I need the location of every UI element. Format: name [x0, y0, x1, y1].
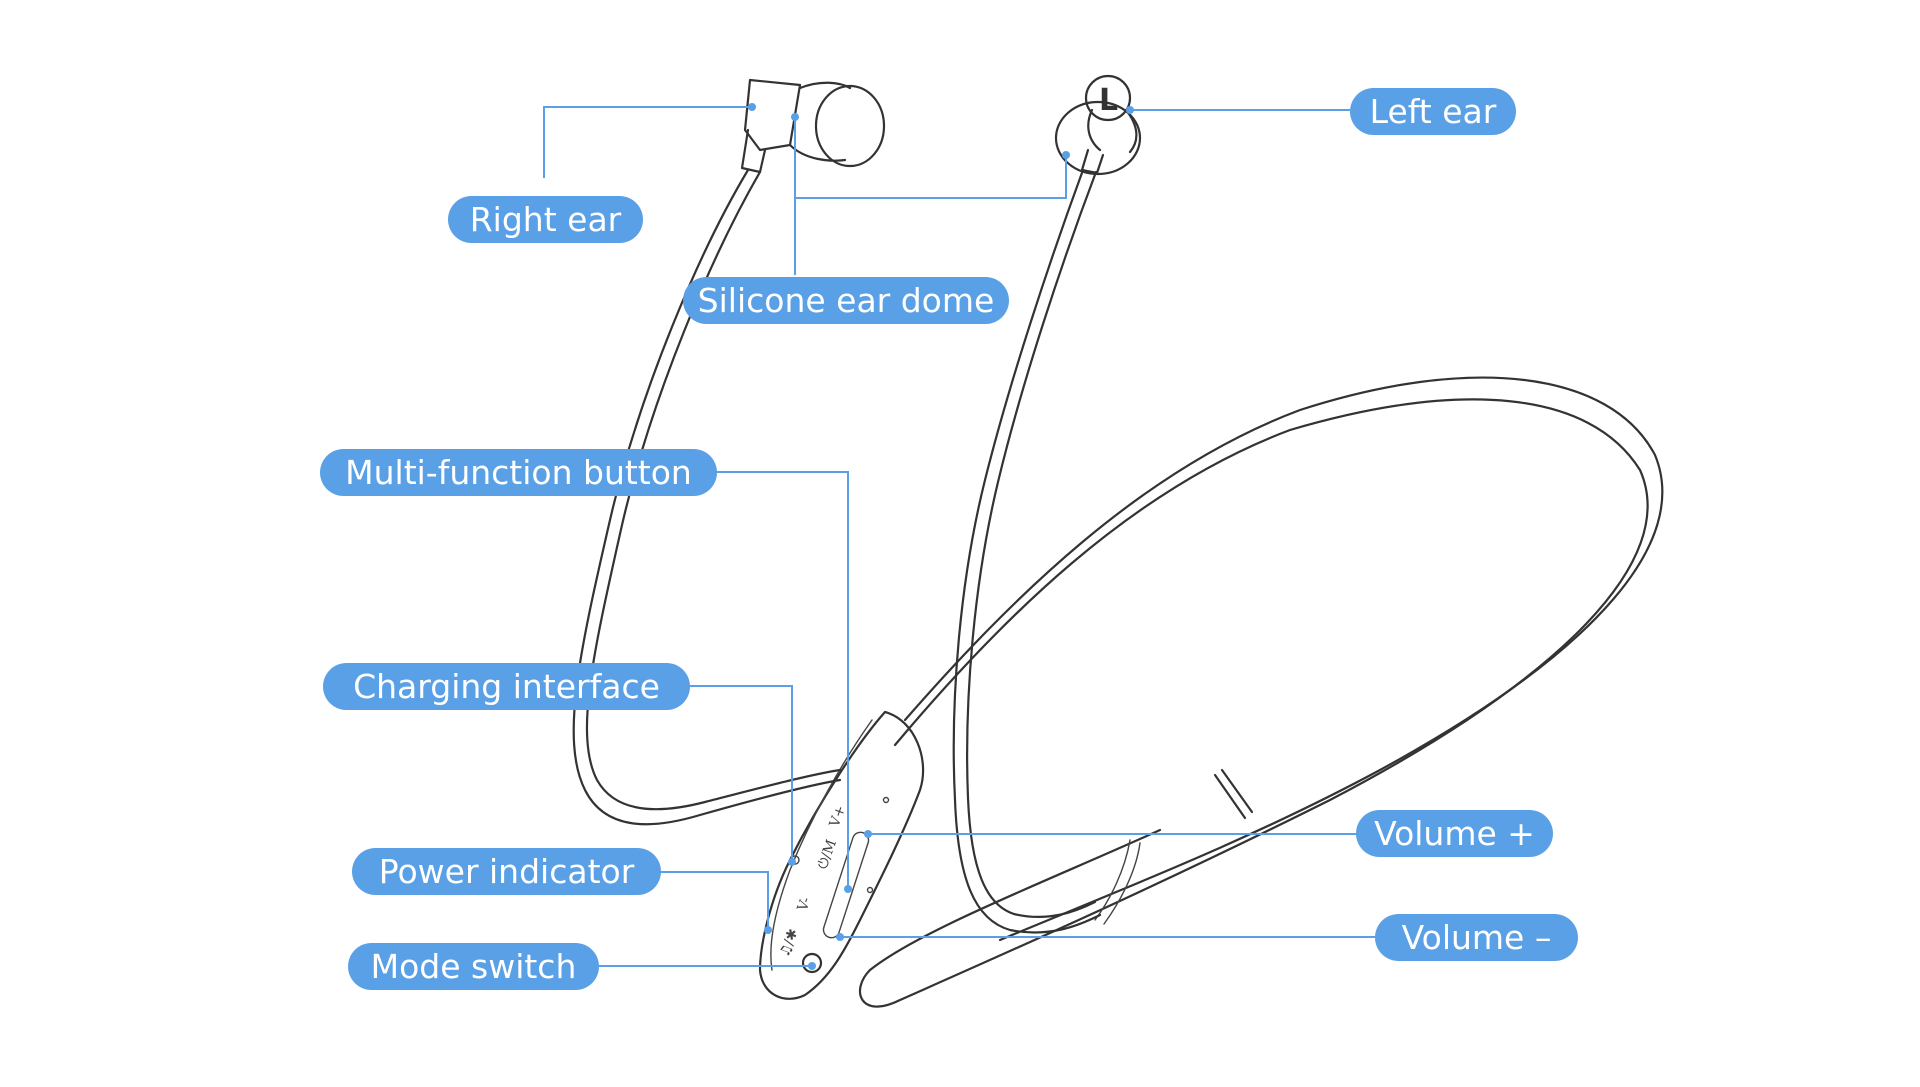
neckband-ring-2	[1220, 768, 1254, 814]
left-ear-label: Left ear	[1350, 88, 1516, 135]
leader-dot-dome-right	[791, 113, 799, 121]
right-ear-cable	[572, 168, 842, 826]
left-earbud-mark: L	[1099, 83, 1118, 118]
power-indicator-label: Power indicator	[352, 848, 661, 895]
right-earbud-body	[743, 78, 802, 152]
pod-dot	[882, 796, 890, 804]
control-pod	[758, 710, 925, 1000]
leader-multi-function-button	[715, 471, 849, 889]
silicone-ear-dome-label: Silicone ear dome	[683, 277, 1009, 324]
leader-dot-multi-function	[844, 885, 852, 893]
right-ear-dome-shape	[814, 84, 886, 168]
leader-lines	[543, 103, 1378, 970]
charging-interface-label: Charging interface	[323, 663, 690, 710]
left-ear-dome-shape	[1054, 100, 1142, 176]
pod-dot-2	[866, 886, 874, 894]
mode-switch-label: Mode switch	[348, 943, 599, 990]
left-earbud-stem	[1080, 148, 1105, 175]
volume-plus-label: Volume +	[1356, 810, 1553, 857]
pod-glyph-vminus: V-	[794, 895, 814, 914]
pod-glyph-mode: ♫/✱	[777, 927, 802, 960]
mode-switch-knob	[801, 952, 823, 974]
leader-dot-charging	[788, 858, 796, 866]
leader-charging-interface	[690, 685, 793, 862]
volume-button-shape	[822, 831, 870, 939]
pod-glyph-vplus: V+	[826, 803, 849, 830]
right-earbud-stem	[740, 128, 767, 174]
leader-dot-dome-left	[1062, 151, 1070, 159]
leader-dot-volume-plus	[864, 830, 872, 838]
volume-minus-label: Volume –	[1375, 914, 1578, 961]
leader-silicone-ear-dome-2	[795, 155, 1067, 199]
neckband-ring	[1213, 773, 1247, 820]
headset-illustration: V+ ⏻/M V- ♫/✱ L	[572, 74, 1664, 1008]
leader-dot-power	[764, 926, 772, 934]
right-ear-label: Right ear	[448, 196, 643, 243]
left-earbud-cap	[1084, 74, 1132, 122]
leader-dot-mode	[808, 962, 816, 970]
leader-power-indicator	[660, 871, 769, 930]
left-ear-cable-2	[966, 170, 1098, 918]
neckband-inner	[903, 376, 1664, 942]
leader-right-ear	[543, 106, 752, 178]
right-ear-cable-2	[585, 170, 842, 811]
leader-dot-volume-minus	[836, 933, 844, 941]
neckband-slot	[1094, 839, 1141, 925]
left-ear-cable	[952, 168, 1102, 934]
leader-dot-right-ear	[748, 103, 756, 111]
leader-dot-left-ear	[1126, 106, 1134, 114]
multi-function-button-label: Multi-function button	[320, 449, 717, 496]
pod-glyph-power: ⏻/M	[815, 838, 840, 872]
